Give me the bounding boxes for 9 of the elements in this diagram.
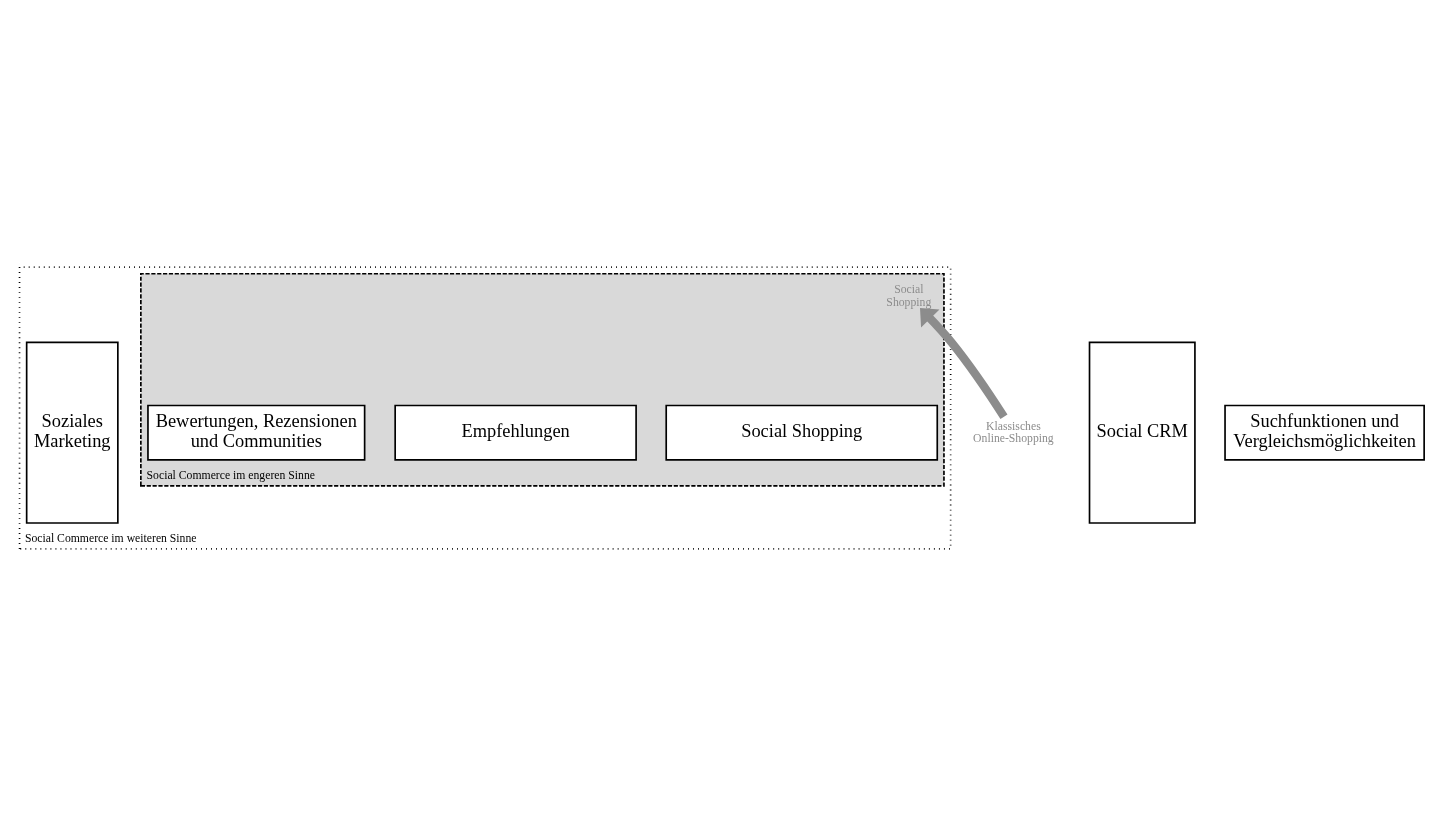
node-box: Bewertungen, Rezensionen und Communities — [147, 404, 366, 461]
node-text: Klassisches Online-Shopping — [973, 419, 1054, 445]
node-box: Suchfunktionen und Vergleichsmöglichkeiten — [1224, 404, 1425, 461]
arrow — [920, 307, 1008, 419]
node-box: Social CRM — [1088, 341, 1196, 524]
node-text: Social Shopping — [886, 282, 932, 309]
node-box: Empfehlungen — [394, 404, 637, 461]
node-box: Social Shopping — [665, 404, 939, 461]
node-box: Soziales Marketing — [25, 341, 119, 524]
